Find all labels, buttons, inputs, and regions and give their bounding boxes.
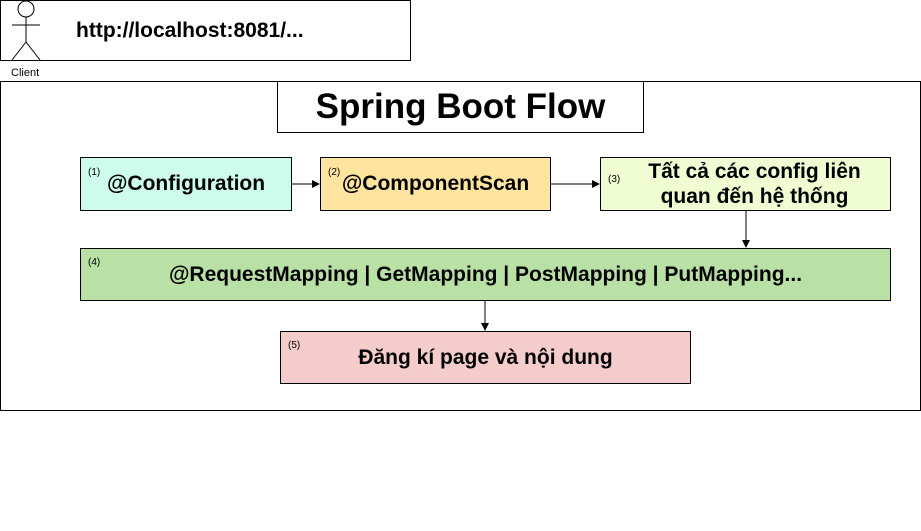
node-page-register: (5) Đăng kí page và nội dung xyxy=(280,331,691,384)
node-label: Đăng kí page và nội dung xyxy=(358,345,613,369)
node-request-mapping: (4) @RequestMapping | GetMapping | PostM… xyxy=(80,248,891,301)
node-label-line2: quan đến hệ thống xyxy=(660,185,849,208)
node-label: @ComponentScan xyxy=(341,172,530,195)
node-number: (2) xyxy=(328,167,341,178)
node-number: (4) xyxy=(88,257,101,268)
node-number: (1) xyxy=(88,167,101,178)
diagram-title: Spring Boot Flow xyxy=(315,87,606,126)
url-text: http://localhost:8081/... xyxy=(76,19,304,42)
url-box: http://localhost:8081/... xyxy=(0,0,411,61)
client-actor-icon xyxy=(11,0,41,61)
node-configuration: (1) @Configuration xyxy=(80,157,292,211)
node-label-line1: Tất cả các config liên xyxy=(648,160,861,183)
client-label: Client xyxy=(11,67,40,79)
node-number: (3) xyxy=(608,174,621,185)
node-label: @RequestMapping | GetMapping | PostMappi… xyxy=(168,262,803,286)
node-componentscan: (2) @ComponentScan xyxy=(320,157,551,211)
node-label: @Configuration xyxy=(106,172,266,195)
node-system-config: (3) Tất cả các config liên quan đến hệ t… xyxy=(600,157,891,211)
node-number: (5) xyxy=(288,340,301,351)
title-box: Spring Boot Flow xyxy=(277,81,644,133)
